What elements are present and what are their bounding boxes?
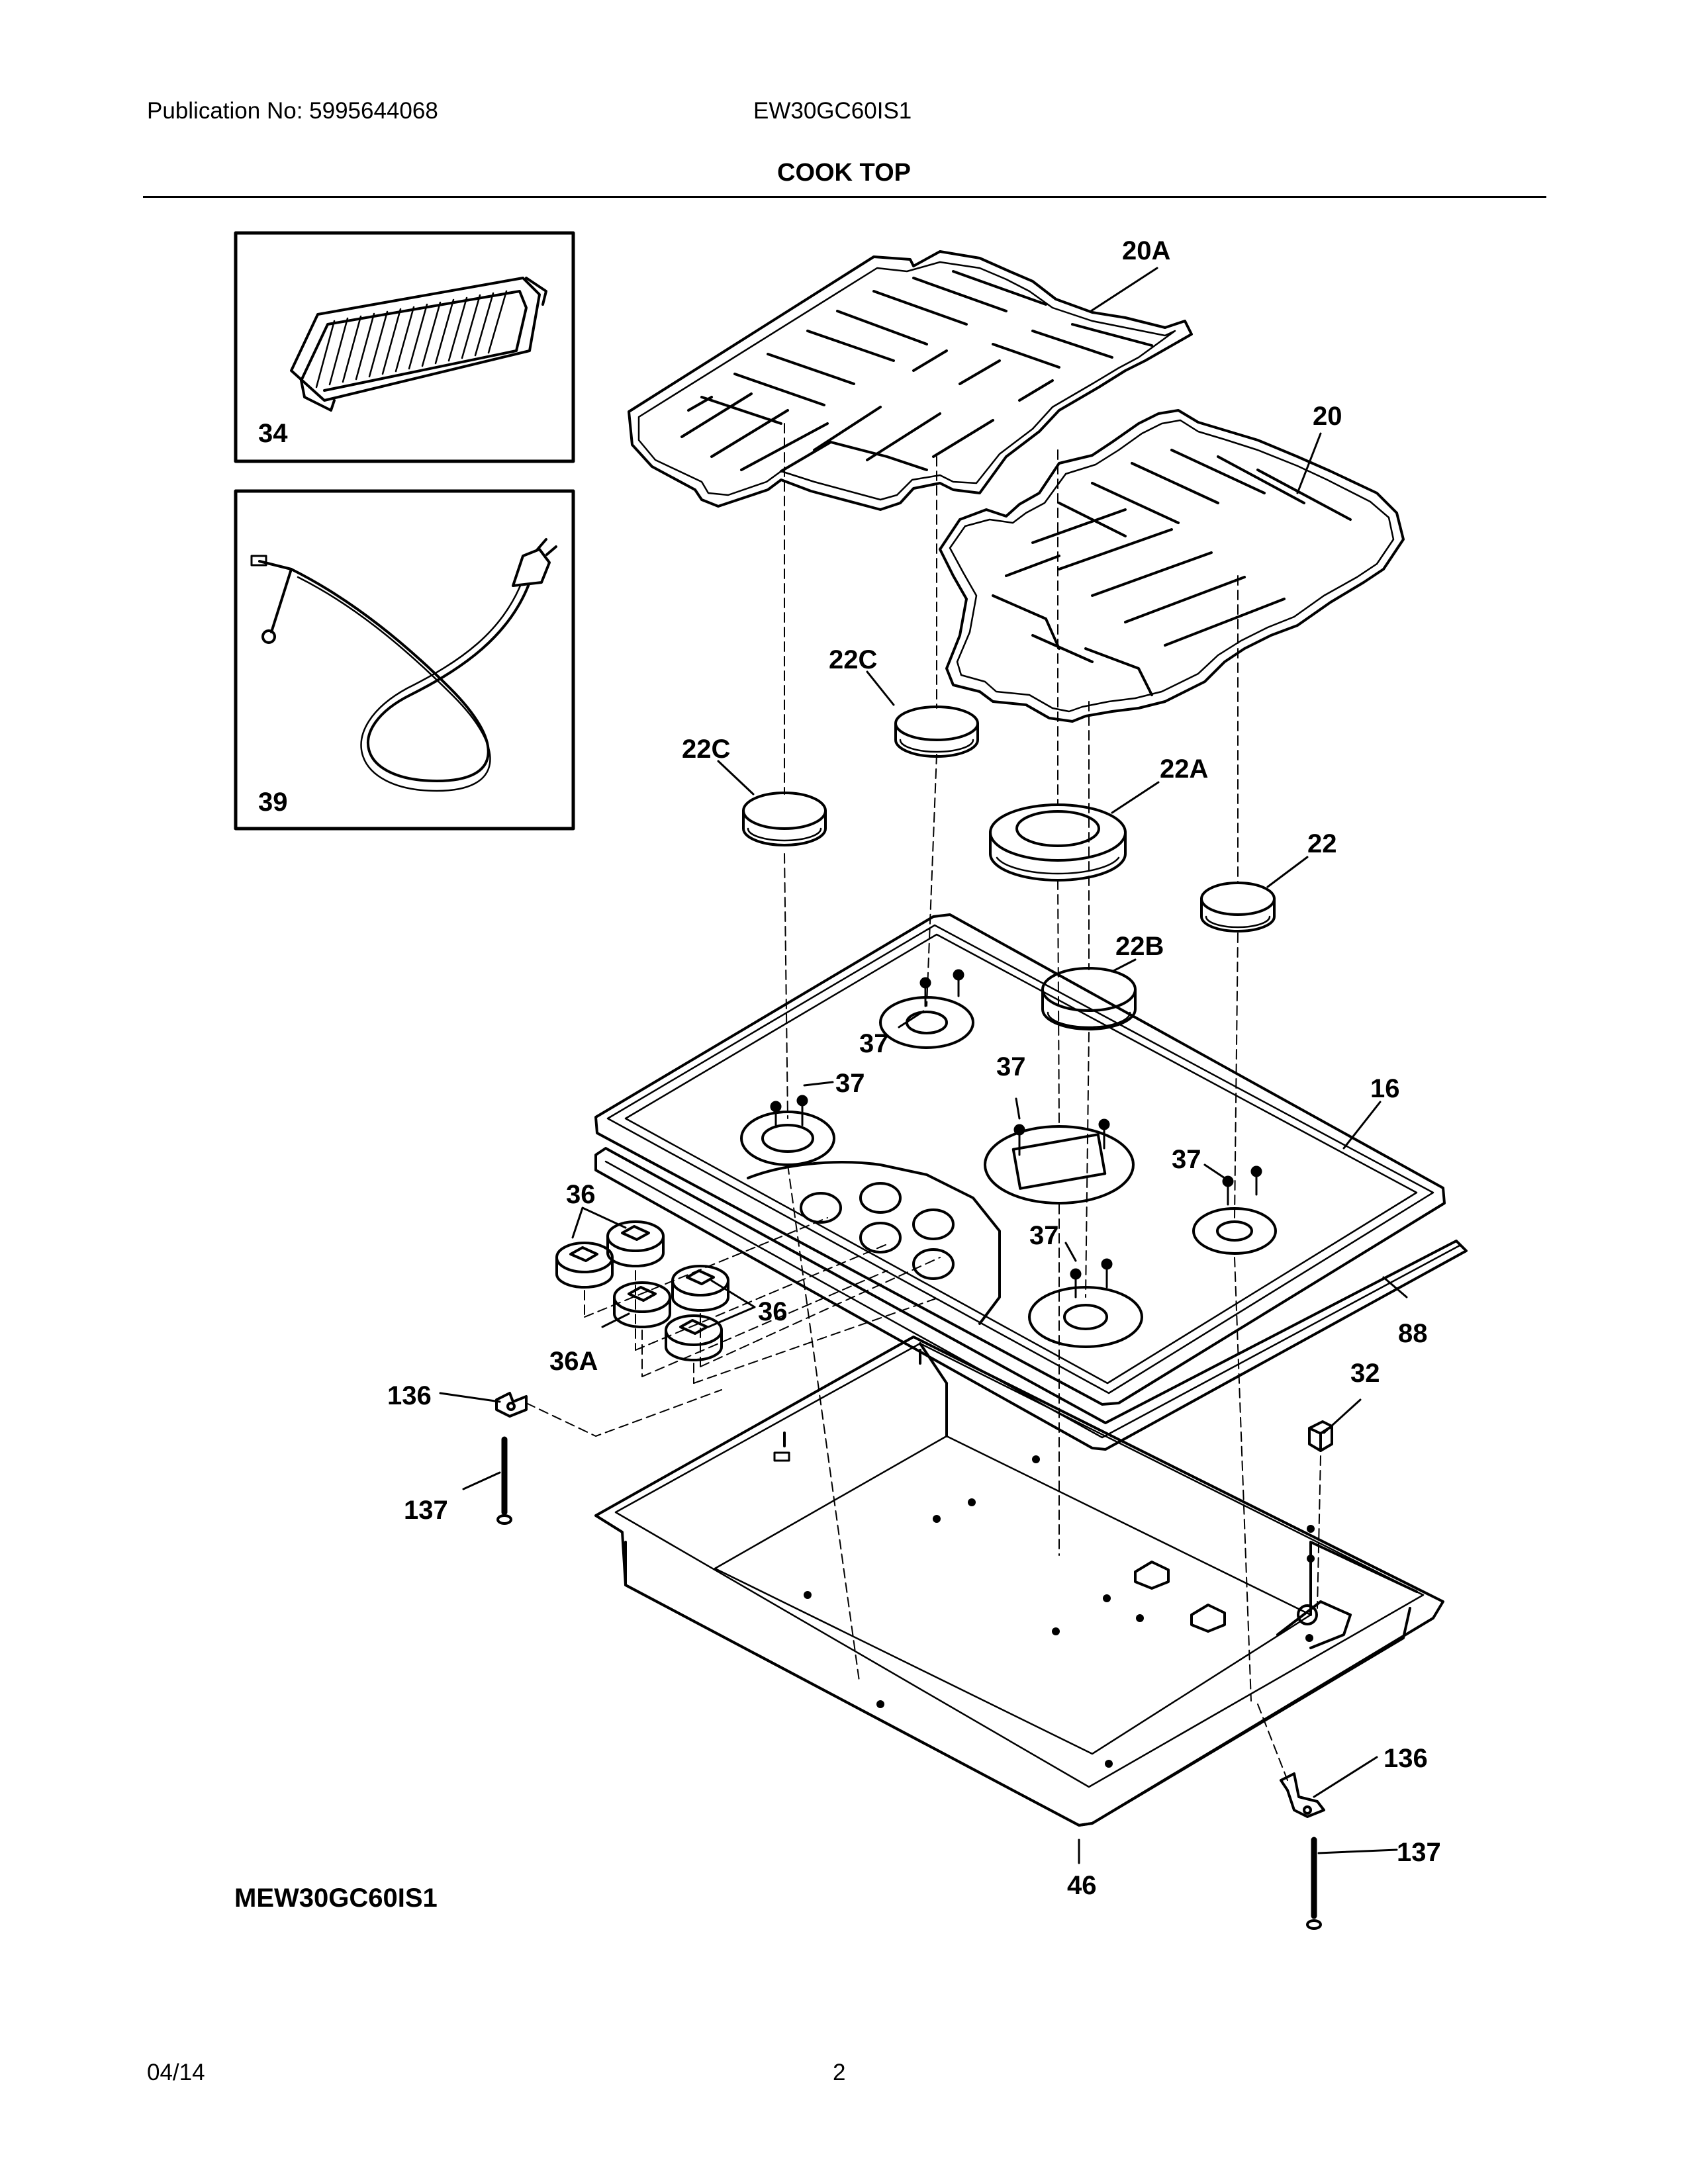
callout-22B: 22B (1115, 932, 1164, 961)
grate-right (939, 409, 1405, 723)
callout-137-left: 137 (404, 1496, 448, 1525)
control-knobs (555, 1220, 729, 1361)
electrode-32 (1308, 1420, 1333, 1452)
callout-34: 34 (258, 419, 288, 448)
power-cord-illustration (250, 538, 557, 792)
burner-cap-22C-left (742, 792, 827, 846)
page-number: 2 (833, 2060, 846, 2085)
callout-labels: 20A 20 22C 22C 22A 22 22B 16 37 37 37 37… (258, 236, 1441, 1900)
reference-model-number: MEW30GC60IS1 (234, 1884, 438, 1913)
inset-box-power-cord (234, 489, 575, 831)
burner-cap-22C-rear (894, 705, 979, 758)
burner-box-pan (594, 1336, 1444, 1827)
callout-88: 88 (1398, 1319, 1428, 1348)
inset-box-griddle (234, 231, 575, 463)
callout-16: 16 (1370, 1074, 1400, 1103)
section-title: COOK TOP (777, 159, 911, 187)
callout-37-a: 37 (859, 1029, 889, 1058)
callout-20A: 20A (1122, 236, 1170, 265)
griddle-illustration (290, 277, 547, 412)
callout-39: 39 (258, 788, 288, 817)
gasket (594, 1147, 1468, 1451)
cooktop-surface (594, 913, 1446, 1406)
callout-136-right: 136 (1383, 1744, 1428, 1773)
screws-37 (770, 969, 1262, 1298)
header-rule (143, 196, 1546, 198)
alignment-lines (526, 423, 1321, 1781)
callout-22C-rear: 22C (829, 645, 877, 674)
callout-36-right: 36 (758, 1297, 788, 1326)
model-number: EW30GC60IS1 (753, 98, 912, 124)
callout-137-right: 137 (1397, 1838, 1441, 1867)
bolt-137-right (1306, 1837, 1322, 1930)
callout-22A: 22A (1160, 754, 1208, 784)
bracket-136-left (495, 1392, 528, 1418)
burner-cap-22 (1200, 882, 1276, 933)
burner-cap-22A (989, 803, 1127, 882)
callout-37-e: 37 (1029, 1221, 1059, 1250)
callout-37-d: 37 (1172, 1145, 1201, 1174)
callout-32: 32 (1350, 1359, 1380, 1388)
callout-37-c: 37 (996, 1052, 1026, 1081)
grate-left (628, 250, 1193, 511)
bolt-137-left (496, 1436, 512, 1525)
callout-22: 22 (1307, 829, 1337, 858)
callout-46: 46 (1067, 1871, 1097, 1900)
footer-date: 04/14 (147, 2060, 205, 2085)
callout-22C-left: 22C (682, 735, 730, 764)
publication-number: Publication No: 5995644068 (147, 98, 438, 124)
callout-136-left: 136 (387, 1381, 432, 1410)
callout-37-b: 37 (835, 1069, 865, 1098)
bracket-136-right (1280, 1772, 1325, 1818)
leader-lines (439, 267, 1408, 1864)
callout-36A: 36A (549, 1347, 598, 1376)
callout-36-top: 36 (566, 1180, 596, 1209)
callout-20: 20 (1313, 402, 1342, 431)
